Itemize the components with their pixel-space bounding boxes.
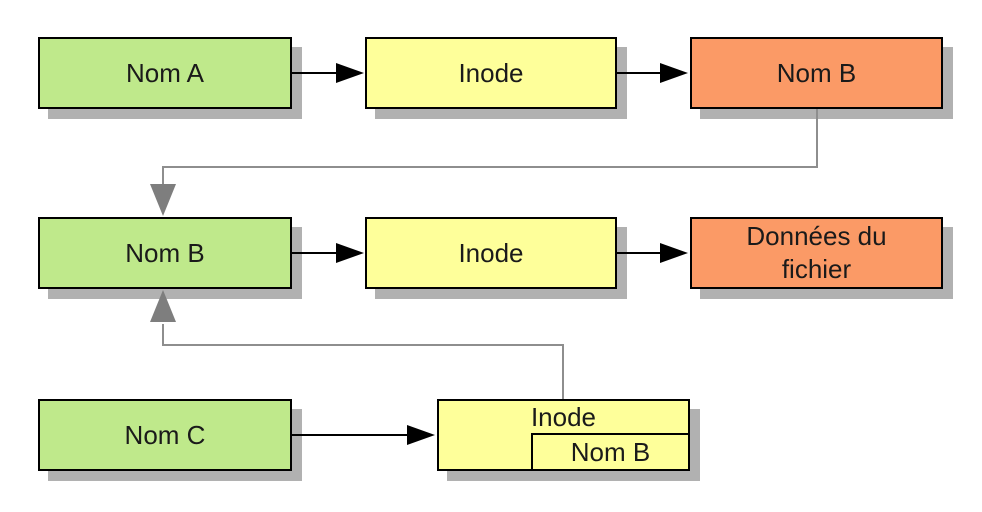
node-file-data: Données du fichier (690, 217, 943, 289)
node-inode-1: Inode (365, 37, 617, 109)
node-inode-2: Inode (365, 217, 617, 289)
node-nom-b: Nom B (38, 217, 292, 289)
gray-link-inode-3-entry-to-nom-b (162, 324, 564, 399)
gray-arrowhead-down (150, 184, 176, 216)
arrowhead-inode-1-nom-b-target (660, 63, 688, 83)
node-label: Nom A (125, 57, 205, 88)
node-label: Inode (458, 237, 524, 268)
arrowhead-nom-a-inode-1 (336, 63, 364, 83)
node-nom-c: Nom C (38, 399, 292, 471)
node-label: Inode (530, 402, 597, 432)
arrowhead-nom-c-inode-3 (407, 425, 435, 445)
node-inode-3-entry: Nom B (531, 433, 690, 471)
node-label: Inode (458, 57, 524, 88)
arrowhead-nom-b-inode-2 (336, 243, 364, 263)
node-label-line-1: Données du (746, 221, 887, 251)
node-label-line-2: fichier (781, 254, 852, 284)
gray-arrowhead-up (150, 290, 176, 322)
node-inode-3: Inode Nom B (437, 399, 690, 471)
node-label: Nom C (124, 419, 206, 450)
node-label: Nom B (570, 436, 651, 467)
node-label: Nom B (776, 57, 857, 88)
node-label: Nom B (125, 237, 205, 268)
node-nom-b-target: Nom B (690, 37, 943, 109)
node-label: Données du fichier (746, 220, 886, 286)
node-nom-a: Nom A (38, 37, 292, 109)
arrowhead-inode-2-file-data (660, 243, 688, 263)
gray-link-nom-b-target-to-nom-b (162, 109, 818, 186)
